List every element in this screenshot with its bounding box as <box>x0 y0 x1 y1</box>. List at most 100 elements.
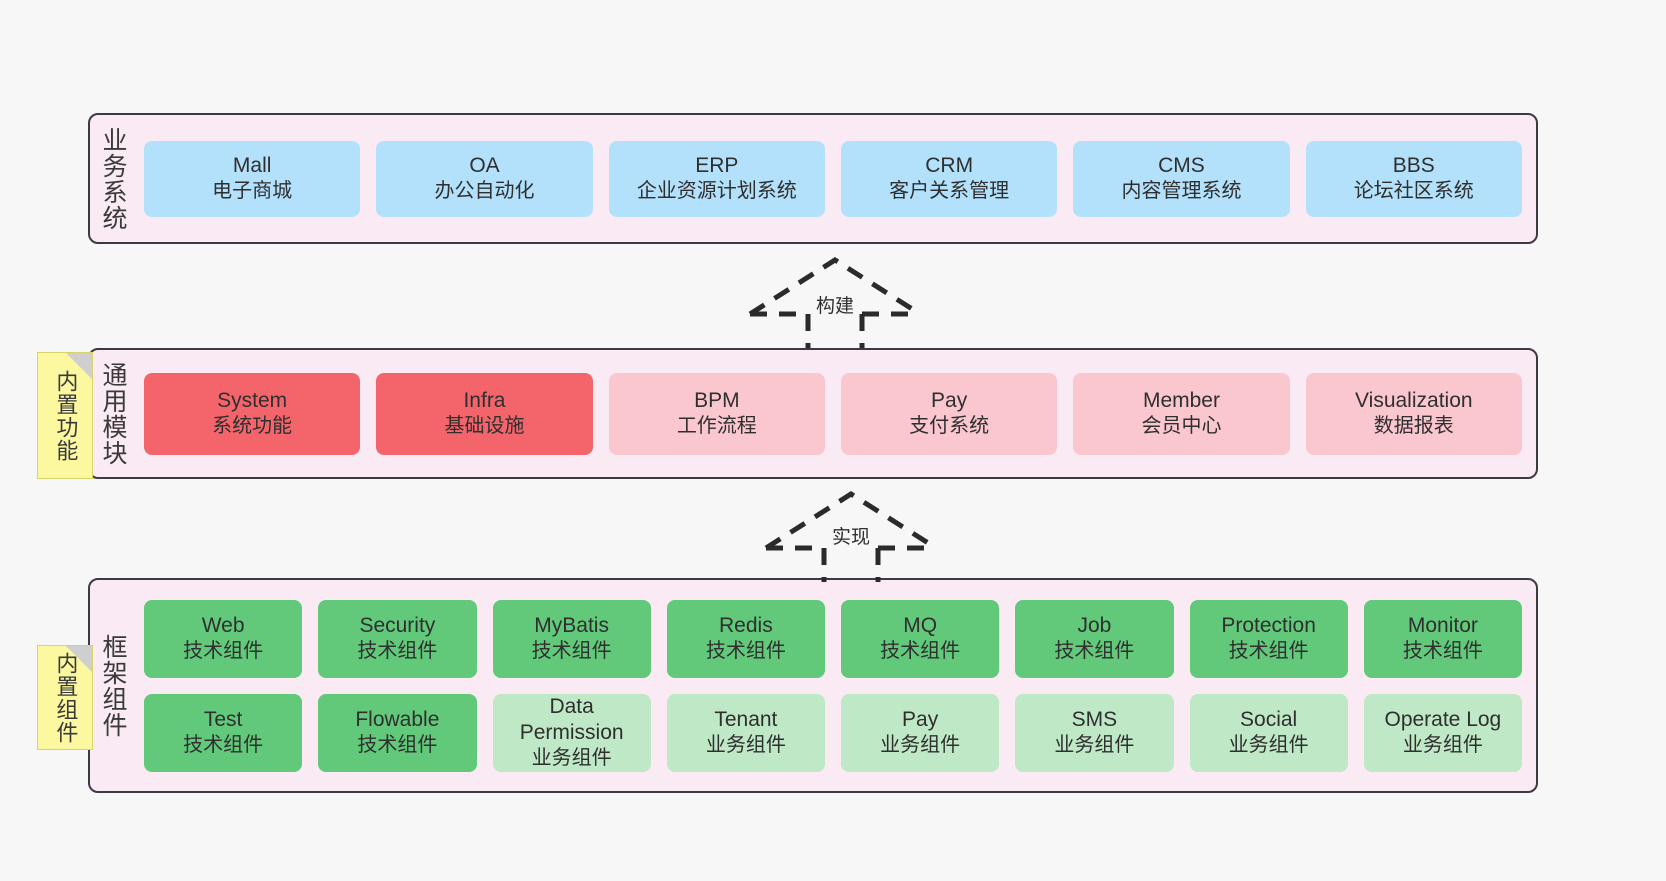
cell-en-label: Data Permission <box>519 694 624 744</box>
business-cell-erp[interactable]: ERP 企业资源计划系统 <box>608 140 825 217</box>
sticky-note-built-in-functions: 内置功能 <box>37 352 93 479</box>
module-cell-bpm[interactable]: BPM 工作流程 <box>608 372 825 455</box>
cell-en-label: Mall <box>232 153 272 177</box>
cell-cn-label: 基础设施 <box>444 415 525 438</box>
realize-arrow-label: 实现 <box>832 527 871 548</box>
cell-en-label: Tenant <box>714 707 778 731</box>
layer-title-framework: 框架组件 <box>99 633 127 738</box>
cell-cn-label: 业务组件 <box>705 734 786 757</box>
business-cell-cms[interactable]: CMS 内容管理系统 <box>1073 140 1290 217</box>
cell-en-label: MyBatis <box>534 613 609 637</box>
framework-cell-protection[interactable]: Protection 技术组件 <box>1189 599 1348 678</box>
cell-en-label: Social <box>1240 707 1298 731</box>
module-cell-visualization[interactable]: Visualization 数据报表 <box>1305 372 1522 455</box>
cell-en-label: BPM <box>694 388 740 412</box>
framework-cell-social[interactable]: Social 业务组件 <box>1189 693 1348 772</box>
layer-body-business: Mall 电子商城 OA 办公自动化 ERP 企业资源计划系统 CRM 客户关系… <box>136 115 1536 242</box>
cell-cn-label: 技术组件 <box>880 640 961 663</box>
cell-cn-label: 电子商城 <box>212 180 293 203</box>
framework-cell-pay[interactable]: Pay 业务组件 <box>841 693 1000 772</box>
cell-cn-label: 业务组件 <box>1228 734 1309 757</box>
cell-cn-label: 技术组件 <box>1402 640 1483 663</box>
cell-en-label: Redis <box>719 613 773 637</box>
business-cell-mall[interactable]: Mall 电子商城 <box>144 140 361 217</box>
cell-en-label: SMS <box>1071 707 1118 731</box>
note-label: 内置功能 <box>53 369 79 462</box>
framework-cell-mq[interactable]: MQ 技术组件 <box>841 599 1000 678</box>
cell-cn-label: 技术组件 <box>357 734 438 757</box>
cell-cn-label: 业务组件 <box>880 734 961 757</box>
cell-cn-label: 会员中心 <box>1141 415 1222 438</box>
cell-cn-label: 论坛社区系统 <box>1353 180 1474 203</box>
cell-cn-label: 业务组件 <box>531 747 612 770</box>
build-arrow-label: 构建 <box>816 296 855 317</box>
modules-row: System 系统功能 Infra 基础设施 BPM 工作流程 Pay 支付系统… <box>144 372 1522 455</box>
cell-cn-label: 数据报表 <box>1373 415 1454 438</box>
framework-cell-operate-log[interactable]: Operate Log 业务组件 <box>1363 693 1522 772</box>
cell-en-label: Security <box>359 613 436 637</box>
module-cell-system[interactable]: System 系统功能 <box>144 372 361 455</box>
framework-cell-mybatis[interactable]: MyBatis 技术组件 <box>492 599 651 678</box>
cell-cn-label: 业务组件 <box>1054 734 1135 757</box>
cell-cn-label: 企业资源计划系统 <box>636 180 797 203</box>
framework-cell-sms[interactable]: SMS 业务组件 <box>1015 693 1174 772</box>
framework-cell-security[interactable]: Security 技术组件 <box>318 599 477 678</box>
cell-en-label: Infra <box>463 388 506 412</box>
cell-cn-label: 业务组件 <box>1402 734 1483 757</box>
realize-arrow <box>764 491 938 582</box>
cell-en-label: MQ <box>903 613 938 637</box>
layer-body-framework: Web 技术组件 Security 技术组件 MyBatis 技术组件 Redi… <box>136 580 1536 791</box>
cell-cn-label: 客户关系管理 <box>889 180 1010 203</box>
cell-en-label: Job <box>1077 613 1112 637</box>
layer-body-modules: System 系统功能 Infra 基础设施 BPM 工作流程 Pay 支付系统… <box>136 350 1536 477</box>
cell-en-label: Pay <box>902 707 939 731</box>
cell-en-label: Operate Log <box>1384 707 1502 731</box>
framework-cell-web[interactable]: Web 技术组件 <box>144 599 303 678</box>
cell-en-label: ERP <box>695 153 739 177</box>
framework-cell-flowable[interactable]: Flowable 技术组件 <box>318 693 477 772</box>
module-cell-member[interactable]: Member 会员中心 <box>1073 372 1290 455</box>
business-cell-crm[interactable]: CRM 客户关系管理 <box>840 140 1058 217</box>
framework-cell-data-permission[interactable]: Data Permission 业务组件 <box>492 693 651 772</box>
framework-row-tech: Web 技术组件 Security 技术组件 MyBatis 技术组件 Redi… <box>144 599 1522 678</box>
business-cell-oa[interactable]: OA 办公自动化 <box>376 140 593 217</box>
cell-cn-label: 系统功能 <box>212 415 293 438</box>
business-cell-bbs[interactable]: BBS 论坛社区系统 <box>1305 140 1522 217</box>
cell-en-label: Pay <box>931 388 968 412</box>
build-arrow <box>748 257 922 348</box>
module-cell-pay[interactable]: Pay 支付系统 <box>840 372 1058 455</box>
framework-cell-job[interactable]: Job 技术组件 <box>1015 599 1174 678</box>
cell-en-label: CMS <box>1158 153 1205 177</box>
cell-en-label: OA <box>469 153 500 177</box>
cell-en-label: Web <box>201 613 245 637</box>
layer-title-business: 业务系统 <box>99 126 127 231</box>
framework-cell-tenant[interactable]: Tenant 业务组件 <box>666 693 825 772</box>
cell-cn-label: 支付系统 <box>909 415 990 438</box>
folded-corner-icon <box>66 353 92 379</box>
business-row: Mall 电子商城 OA 办公自动化 ERP 企业资源计划系统 CRM 客户关系… <box>144 140 1522 217</box>
module-cell-infra[interactable]: Infra 基础设施 <box>376 372 593 455</box>
framework-cell-test[interactable]: Test 技术组件 <box>144 693 303 772</box>
layer-framework-components: 框架组件 Web 技术组件 Security 技术组件 MyBatis 技术组件… <box>88 578 1538 793</box>
cell-cn-label: 技术组件 <box>1228 640 1309 663</box>
cell-en-label: Test <box>203 707 243 731</box>
cell-cn-label: 办公自动化 <box>434 180 535 203</box>
sticky-note-built-in-components: 内置组件 <box>37 645 93 750</box>
cell-en-label: Member <box>1142 388 1220 412</box>
cell-cn-label: 技术组件 <box>357 640 438 663</box>
cell-en-label: System <box>217 388 288 412</box>
cell-cn-label: 内容管理系统 <box>1121 180 1242 203</box>
cell-en-label: Protection <box>1221 613 1316 637</box>
layer-common-modules: 通用模块 System 系统功能 Infra 基础设施 BPM 工作流程 Pay… <box>88 348 1538 479</box>
framework-cell-redis[interactable]: Redis 技术组件 <box>666 599 825 678</box>
layer-title-modules: 通用模块 <box>99 361 127 466</box>
cell-en-label: CRM <box>925 153 974 177</box>
cell-en-label: BBS <box>1392 153 1435 177</box>
framework-cell-monitor[interactable]: Monitor 技术组件 <box>1363 599 1522 678</box>
cell-cn-label: 工作流程 <box>676 415 757 438</box>
layer-business-system: 业务系统 Mall 电子商城 OA 办公自动化 ERP 企业资源计划系统 CRM… <box>88 113 1538 244</box>
cell-cn-label: 技术组件 <box>183 640 264 663</box>
framework-row-business: Test 技术组件 Flowable 技术组件 Data Permission … <box>144 693 1522 772</box>
cell-en-label: Flowable <box>355 707 440 731</box>
